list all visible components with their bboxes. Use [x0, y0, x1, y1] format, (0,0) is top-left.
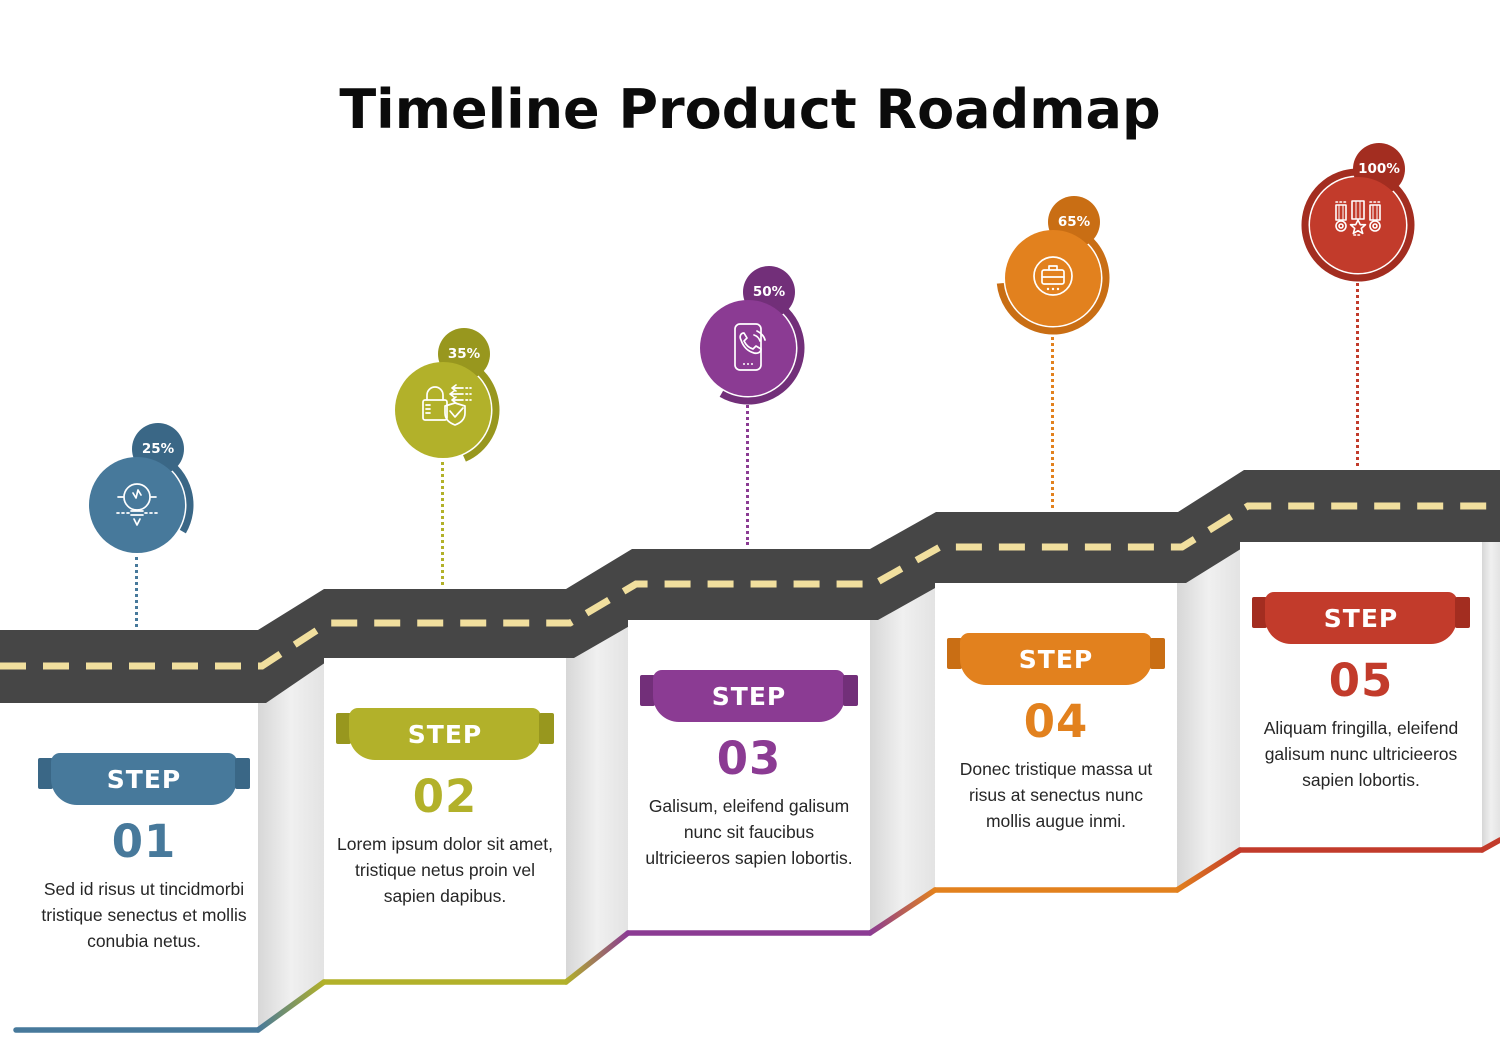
step-number: 03 [716, 732, 782, 785]
card-side-fold [1482, 512, 1500, 851]
card-side-fold [566, 598, 628, 982]
step-number: 01 [111, 815, 177, 868]
step-description: Galisum, eleifend galisum nunc sit fauci… [645, 795, 853, 869]
accent-line [1479, 837, 1500, 853]
step-card-4: STEP 04 Donec tristique massa ut risus a… [935, 583, 1177, 865]
step-banner: STEP [38, 753, 250, 805]
card-side-fold [870, 558, 935, 933]
card-side-folds [258, 512, 1500, 1030]
phone-call-icon [734, 323, 766, 371]
step-banner-label: STEP [1265, 592, 1457, 644]
step-banner-label: STEP [349, 708, 541, 760]
accent-line-diagonal [563, 930, 631, 985]
progress-circle [700, 300, 796, 396]
step-card-2: STEP 02 Lorem ipsum dolor sit amet, tris… [324, 658, 566, 960]
step-banner-label: STEP [653, 670, 845, 722]
step-banner: STEP [640, 670, 858, 722]
accent-line-diagonal [867, 887, 938, 936]
step-card-3: STEP 03 Galisum, eleifend galisum nunc s… [628, 620, 870, 911]
progress-node-3: 50% [688, 266, 808, 408]
dotted-connector [1051, 330, 1054, 508]
dotted-connector [135, 557, 138, 627]
progress-circle [1005, 230, 1101, 326]
page-title: Timeline Product Roadmap [339, 78, 1161, 142]
progress-node-2: 35% [383, 328, 503, 470]
dotted-connector [1356, 277, 1359, 466]
progress-circle [395, 362, 491, 458]
step-description: Aliquam fringilla, eleifend galisum nunc… [1263, 717, 1459, 791]
step-number: 02 [412, 770, 478, 823]
step-banner-label: STEP [960, 633, 1152, 685]
step-banner: STEP [947, 633, 1165, 685]
step-description: Donec tristique massa ut risus at senect… [959, 758, 1153, 832]
dotted-connector [746, 400, 749, 545]
step-number: 04 [1023, 695, 1089, 748]
idea-lightbulb-icon [116, 483, 158, 526]
step-number: 05 [1328, 654, 1394, 707]
dotted-connector [441, 462, 444, 585]
accent-line-diagonal [1174, 847, 1243, 893]
road [0, 470, 1500, 703]
progress-node-5: 100% [1298, 143, 1418, 285]
step-banner: STEP [1252, 592, 1470, 644]
step-banner: STEP [336, 708, 554, 760]
progress-circle [1310, 177, 1406, 273]
accent-line-diagonal [255, 979, 327, 1033]
card-side-fold [258, 640, 324, 1030]
accent-lines [13, 837, 1500, 1033]
card-side-fold [1177, 522, 1240, 893]
briefcase-icon [1033, 256, 1073, 296]
road-dash-line [0, 502, 1500, 670]
security-lock-icon [422, 384, 472, 426]
progress-circle [89, 457, 185, 553]
step-card-5: STEP 05 Aliquam fringilla, eleifend gali… [1240, 542, 1482, 830]
step-card-1: STEP 01 Sed id risus ut tincidmorbi tris… [30, 703, 258, 1003]
progress-node-1: 25% [77, 423, 197, 565]
step-description: Sed id risus ut tincidmorbi tristique se… [41, 878, 247, 952]
step-description: Lorem ipsum dolor sit amet, tristique ne… [337, 833, 553, 907]
progress-node-4: 65% [993, 196, 1113, 338]
step-banner-label: STEP [51, 753, 237, 805]
medals-award-icon [1335, 200, 1381, 236]
